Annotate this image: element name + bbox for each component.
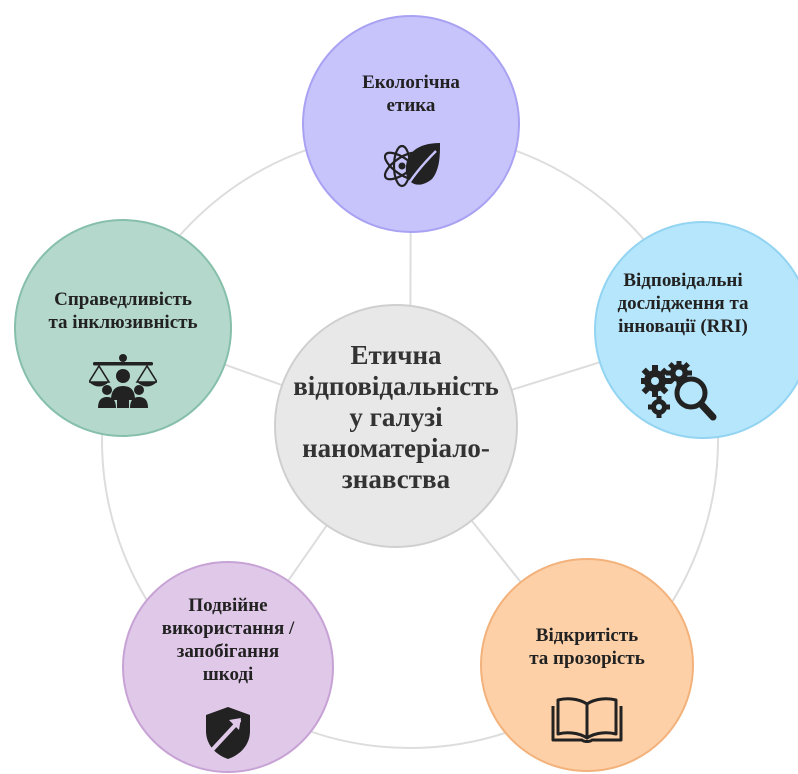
atom-leaf-icon: [380, 139, 442, 198]
center-node: Етична відповідальність у галузі наномат…: [274, 304, 518, 548]
shield-arrow-icon: [203, 705, 253, 766]
node-label: Екологічна етика: [362, 72, 460, 116]
open-book-icon: [550, 694, 624, 749]
node-label: Відповідальні дослідження та інновації (…: [617, 270, 749, 337]
node-openness-transparency: Відкритість та прозорість: [480, 558, 694, 772]
node-label: Справедливість та інклюзивність: [48, 289, 198, 333]
node-label: Відкритість та прозорість: [529, 625, 645, 669]
node-ecological-ethics: Екологічна етика: [302, 15, 520, 233]
node-rri: Відповідальні дослідження та інновації (…: [594, 221, 798, 439]
node-label: Подвійне використання / запобігання шкод…: [161, 595, 295, 685]
node-justice-inclusion: Справедливість та інклюзивність: [14, 219, 232, 437]
scales-people-icon: [87, 354, 159, 417]
gears-magnifier-icon: [639, 360, 717, 426]
node-dual-use: Подвійне використання / запобігання шкод…: [122, 561, 334, 773]
center-title: Етична відповідальність у галузі наномат…: [293, 340, 499, 494]
